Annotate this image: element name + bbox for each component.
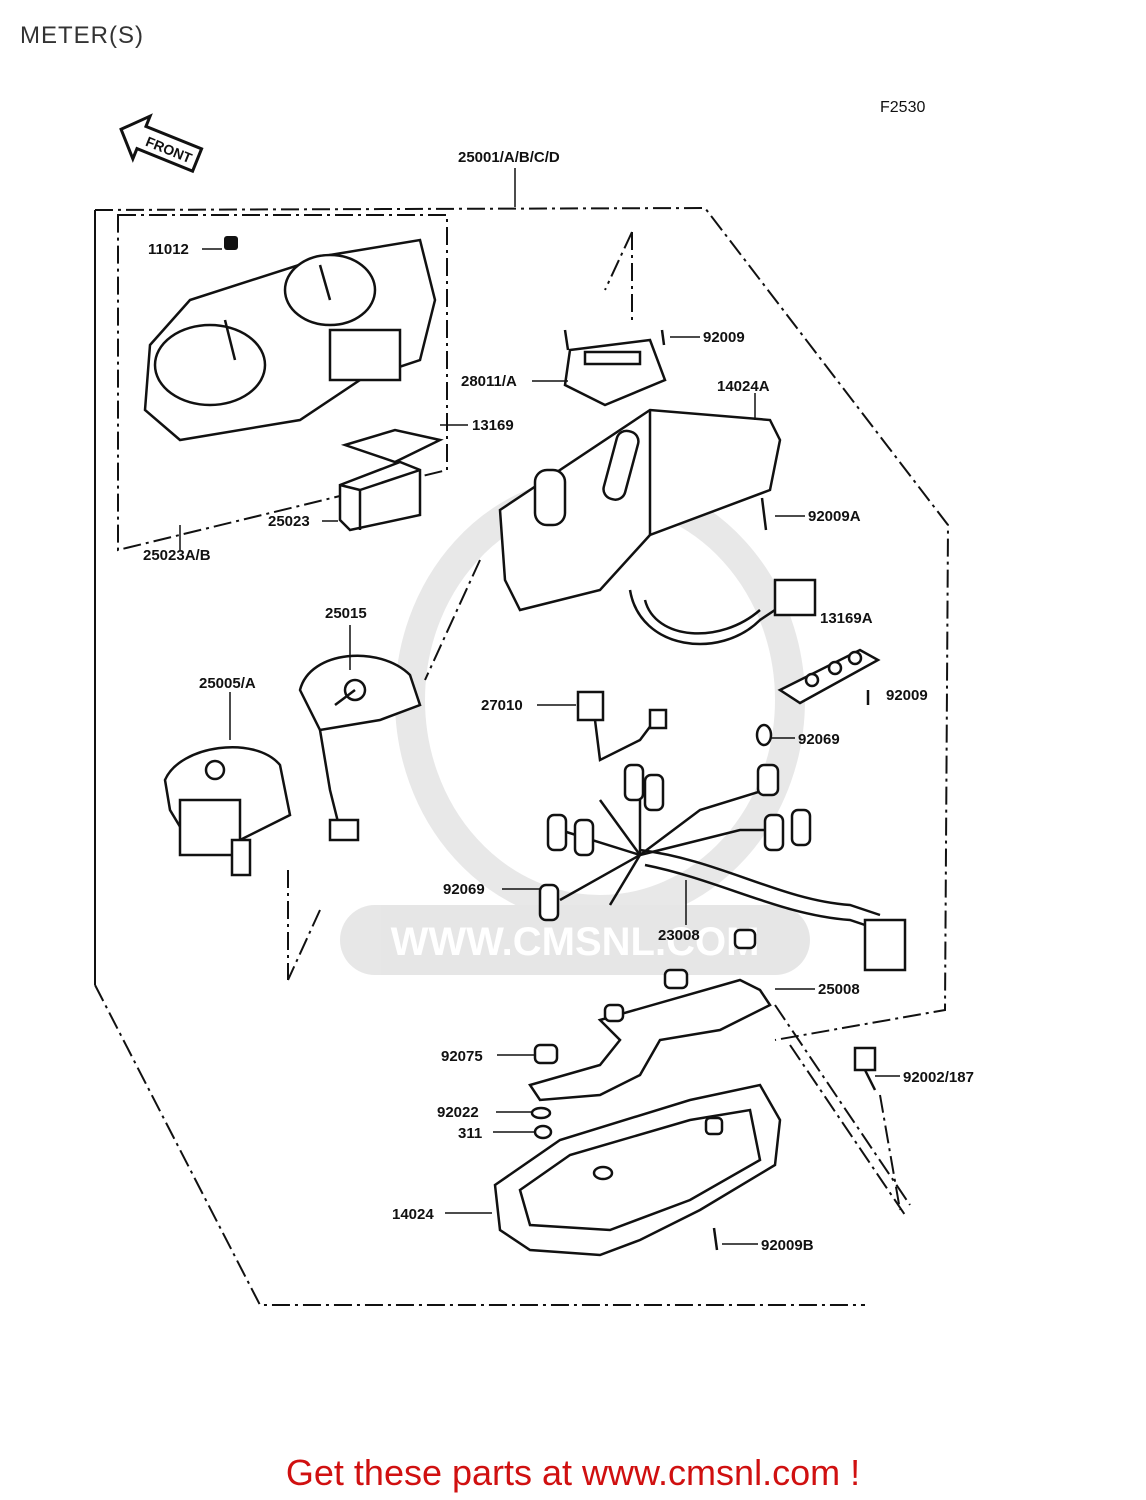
label-92069-left: 92069: [443, 881, 485, 898]
label-92009-top: 92009: [703, 329, 745, 346]
part-13169-drawing: [340, 428, 444, 464]
guide-lines: [287, 231, 911, 1216]
label-25023AB: 25023A/B: [143, 547, 211, 564]
label-92009-mid: 92009: [886, 687, 928, 704]
part-25023-drawing: [338, 460, 422, 532]
label-25005: 25005/A: [199, 675, 256, 692]
label-92022: 92022: [437, 1104, 479, 1121]
part-14024-drawing: [493, 1083, 782, 1257]
part-92002-drawing: [853, 1046, 877, 1091]
meter-cover-drawing: [143, 238, 437, 442]
label-311: 311: [458, 1125, 482, 1142]
part-25015-drawing: [298, 654, 422, 842]
part-23008-drawing: [559, 788, 907, 972]
label-23008: 23008: [658, 927, 700, 944]
leader-lines: [179, 248, 900, 1245]
part-28011-drawing: [563, 338, 667, 407]
part-labels: 25001/A/B/C/D 11012 92009 28011/A 14024A…: [143, 149, 974, 1254]
label-13169A: 13169A: [820, 610, 873, 627]
label-92009A: 92009A: [808, 508, 861, 525]
cable-drawing: [628, 578, 817, 646]
watermark-banner: [340, 905, 810, 975]
part-11012-drawing: [224, 236, 238, 250]
part-25008-drawing: [528, 928, 772, 1140]
subassembly-box: [117, 214, 448, 552]
label-14024: 14024: [392, 1206, 434, 1223]
label-11012: 11012: [148, 241, 189, 258]
label-25001: 25001/A/B/C/D: [458, 149, 560, 166]
label-28011: 28011/A: [461, 373, 517, 390]
label-92075: 92075: [441, 1048, 483, 1065]
figure-code: F2530: [880, 99, 925, 116]
label-25015: 25015: [325, 605, 367, 622]
part-13169A-drawing: [777, 648, 881, 705]
bulb-sockets-drawing: [538, 723, 812, 922]
label-13169: 13169: [472, 417, 514, 434]
assembly-boundary: [94, 206, 950, 1306]
label-27010: 27010: [481, 697, 523, 714]
part-25005-drawing: [163, 746, 292, 877]
label-14024A: 14024A: [717, 378, 770, 395]
label-92002: 92002/187: [903, 1069, 974, 1086]
watermark-text: WWW.CMSNL.COM: [391, 920, 760, 964]
label-25023: 25023: [268, 513, 310, 530]
footer-link[interactable]: Get these parts at www.cmsnl.com !: [285, 1452, 861, 1493]
front-arrow-icon: FRONT: [119, 113, 204, 174]
label-92069-top: 92069: [798, 731, 840, 748]
part-27010-drawing: [576, 690, 668, 762]
label-25008: 25008: [818, 981, 860, 998]
page-title: METER(S): [20, 22, 144, 49]
label-92009B: 92009B: [761, 1237, 814, 1254]
part-14024A-drawing: [498, 408, 782, 612]
screws-drawing: [563, 329, 870, 1251]
